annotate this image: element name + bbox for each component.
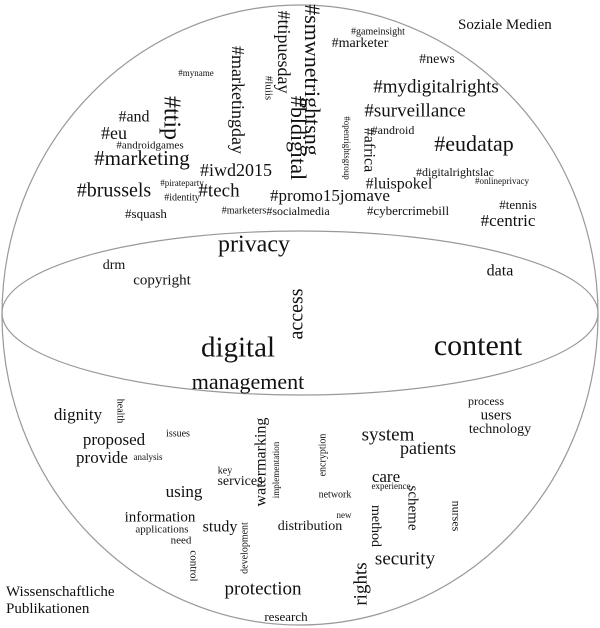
word-bottom-10: patients [400,438,456,458]
word-bottom-26: study [203,519,238,536]
word-middle-4: access [286,288,308,339]
word-middle-6: content [434,329,523,362]
word-top-12: #eudatap [434,131,513,156]
word-bottom-23: new [337,510,352,520]
word-top-32: #marketing [94,146,190,170]
word-top-7: #marketer [332,36,389,51]
word-bottom-7: users [481,407,512,423]
word-top-26: #identity [164,192,200,203]
word-top-13: #openrightsgroup [342,116,352,180]
word-top-15: #digitalrightslac [416,165,494,179]
word-bottom-29: need [171,535,192,547]
word-bottom-13: encryption [317,434,328,477]
word-top-24: #tech [198,180,240,201]
word-bottom-25: applications [135,524,188,536]
social-media-label: Soziale Medien [458,17,552,33]
word-bottom-27: development [239,522,250,574]
word-bottom-15: services [217,474,262,489]
word-bottom-30: control [187,550,199,581]
word-bottom-33: protection [224,578,302,599]
word-top-16: #onlineprivacy [475,176,529,186]
word-bottom-17: experience [372,481,411,491]
publications-label-line-1: Wissenschaftliche [6,584,115,600]
word-top-25: #iwd2015 [200,160,272,180]
word-top-33: #brussels [77,180,152,202]
word-bottom-9: system [362,424,415,445]
word-bottom-21: nurses [449,501,463,532]
word-top-5: #ttip [158,96,184,140]
word-bottom-22: information [125,509,196,525]
word-middle-7: management [192,369,304,394]
shared-word-group: privacy drm copyright data access digital cont… [103,232,523,395]
word-bottom-16: care [372,467,400,486]
word-top-20: #cybercrimebill [367,203,450,218]
word-bottom-2: issues [166,428,190,439]
word-top-31: #eu [101,123,127,143]
word-top-34: #squash [125,206,167,221]
publications-label: Wissenschaftliche Publikationen [6,584,166,618]
equator-ellipse [1,230,599,396]
word-bottom-32: rights [350,562,371,605]
word-top-18: #tennis [499,197,537,212]
word-top-10: #surveillance [364,100,465,121]
social-media-word-group: #ttipuesday #smwnetrightsng#bldigital #lui… [77,4,537,230]
word-top-29: #androidgames [116,140,183,152]
word-top-6: #gameinsight [351,26,405,37]
word-bottom-20: scheme [405,486,421,531]
word-bottom-3: proposed [83,430,146,449]
word-top-1: #smwnetrightsng [300,4,325,156]
word-bottom-1: health [115,399,126,423]
word-bottom-31: security [375,548,436,569]
word-bottom-34: research [264,609,308,624]
word-middle-3: data [487,263,514,280]
word-middle-2: copyright [133,272,191,288]
word-bottom-11: watermarking [253,418,270,507]
word-top-30: #and [118,109,149,126]
word-bottom-18: using [166,482,203,501]
word-middle-1: drm [103,258,126,273]
word-top-27: #pirateparty [160,178,204,188]
word-bottom-28: distribution [278,519,343,534]
word-bottom-4: provide [76,448,128,467]
word-top-22: #socialmedia [266,204,330,218]
word-middle-5: digital [201,332,275,364]
word-top-9: #mydigitalrights [373,76,499,97]
word-bottom-12: implementation [271,441,281,498]
word-bottom-14: key [218,465,232,476]
word-top-21: #promo15jomave [270,186,390,205]
word-bottom-0: dignity [54,405,103,424]
word-top-8: #news [419,52,455,67]
word-top-3: #luiis [262,76,274,100]
word-top-19: #centric [481,211,536,230]
word-bottom-24: method [368,505,383,547]
word-bottom-6: process [468,394,504,408]
word-top-14: #africa [360,128,377,172]
word-top-28: #myname [178,68,214,78]
word-top-11: #android [372,123,415,137]
publications-label-line-2: Publikationen [6,601,90,617]
word-bottom-8: technology [469,422,531,437]
word-top-2: #bldigital [286,96,311,180]
word-top-0: #ttipuesday [274,11,294,94]
word-bottom-19: network [319,489,352,500]
word-bottom-5: analysis [134,452,163,462]
word-top-4: #marketingday [228,46,248,154]
word-top-23: #marketers [222,205,267,216]
word-middle-0: privacy [218,232,290,258]
word-top-17: #luispokel [366,176,433,193]
